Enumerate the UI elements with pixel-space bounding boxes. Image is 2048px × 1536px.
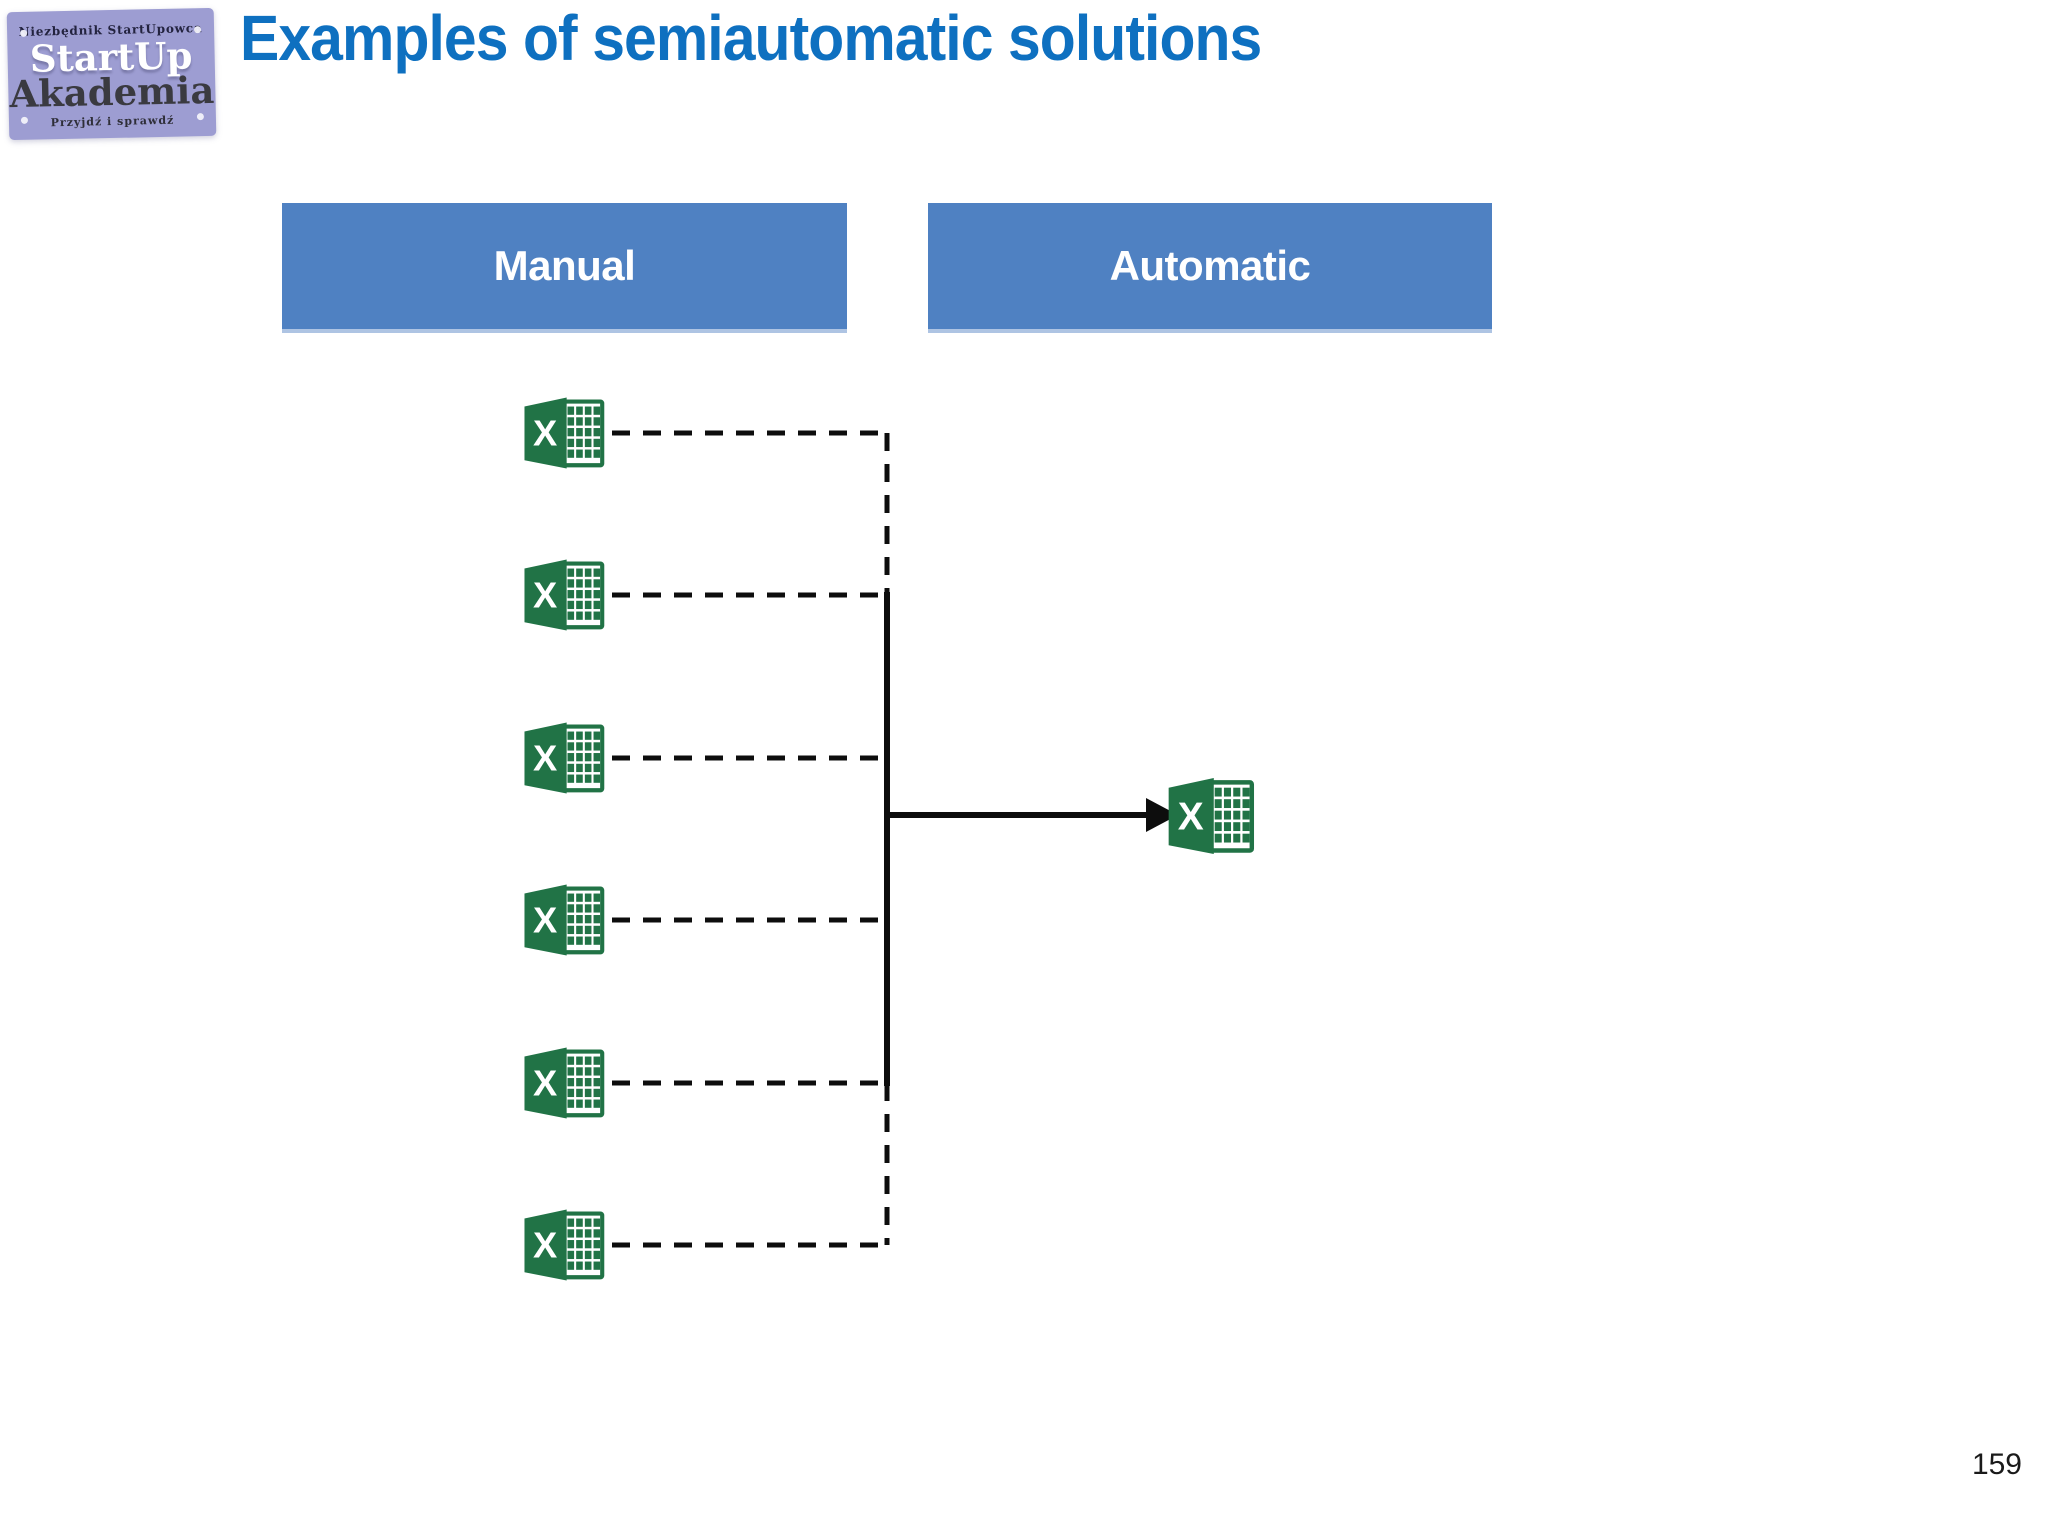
column-header-automatic: Automatic [928,203,1492,333]
column-header-manual-label: Manual [493,242,636,289]
excel-file-icon [522,394,608,472]
column-header-automatic-label: Automatic [1109,242,1311,289]
page-number: 159 [1971,1448,2022,1481]
arrowhead-icon [1146,798,1178,832]
excel-file-icon-target [1166,774,1258,858]
excel-file-icon [522,881,608,959]
excel-file-icon [522,719,608,797]
excel-file-icon [522,1044,608,1122]
column-header-manual: Manual [282,203,847,333]
excel-file-icon [522,556,608,634]
excel-file-icon [522,1206,608,1284]
slide-title: Examples of semiautomatic solutions [240,2,1262,74]
